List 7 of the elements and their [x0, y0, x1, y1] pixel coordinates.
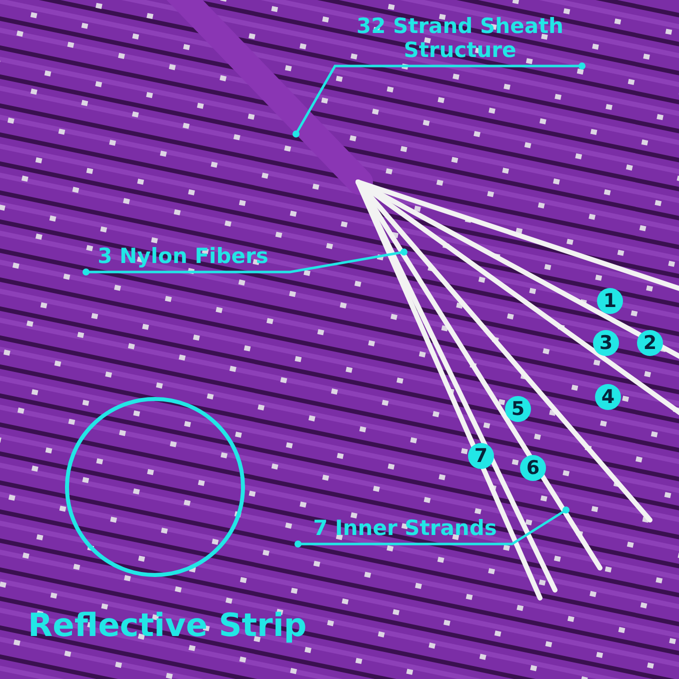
caption-text: Reflective Strip [28, 606, 307, 644]
leader-line [82, 248, 408, 276]
callout-text: 32 Strand Sheath Structure [330, 14, 590, 62]
leader-line [294, 506, 570, 548]
leader-line [292, 62, 586, 138]
callout-text: 7 Inner Strands [300, 516, 510, 540]
callout-text: 3 Nylon Fibers [88, 244, 278, 268]
